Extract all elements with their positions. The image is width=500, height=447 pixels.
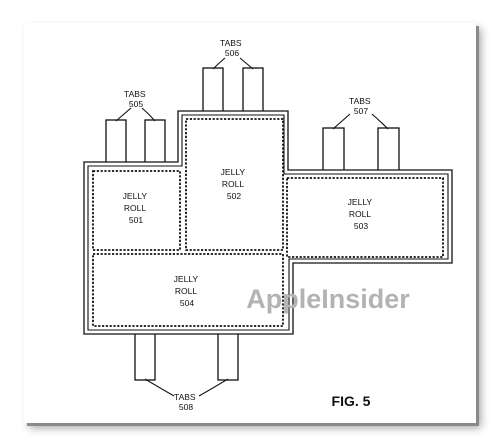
- jelly-roll-502-label: JELLY ROLL 502: [221, 167, 248, 201]
- tab-505-left: [105, 119, 127, 169]
- tab-group-507: [322, 113, 400, 177]
- jelly-roll-503-cell: [286, 177, 444, 258]
- figure-label: FIG. 5: [332, 393, 371, 409]
- leader-506-left: [212, 57, 226, 70]
- tab-507-left: [322, 127, 345, 177]
- tabs-505-label: TABS 505: [124, 89, 148, 109]
- leader-508-right: [198, 378, 229, 397]
- tabs-506-label: TABS 506: [220, 38, 244, 58]
- tabs-507-label: TABS 507: [349, 96, 373, 116]
- tab-508-left: [134, 327, 156, 381]
- battery-outline-inner: [87, 114, 449, 331]
- tab-507-right: [377, 127, 400, 177]
- tab-506-right: [242, 67, 264, 116]
- leader-505-left: [115, 107, 132, 122]
- watermark-text: AppleInsider: [246, 284, 410, 314]
- leader-508-left: [144, 378, 175, 397]
- tabs-508-label: TABS 508: [174, 392, 198, 412]
- jelly-roll-504-cell: [92, 253, 284, 327]
- leader-507-left: [332, 113, 351, 130]
- battery-outline: [83, 110, 453, 335]
- leader-506-right: [239, 57, 254, 70]
- jelly-roll-501-label: JELLY ROLL 501: [123, 191, 150, 225]
- leader-505-right: [141, 107, 156, 122]
- jelly-roll-501-cell: [92, 170, 181, 251]
- tab-505-right: [144, 119, 166, 169]
- leader-507-right: [371, 113, 389, 130]
- tab-group-506: [202, 57, 264, 116]
- tab-group-505: [105, 107, 166, 169]
- tab-506-left: [202, 67, 224, 116]
- tab-508-right: [217, 327, 239, 381]
- tab-group-508: [134, 327, 239, 397]
- jelly-roll-504-label: JELLY ROLL 504: [174, 274, 201, 308]
- jelly-roll-503-label: JELLY ROLL 503: [348, 197, 375, 231]
